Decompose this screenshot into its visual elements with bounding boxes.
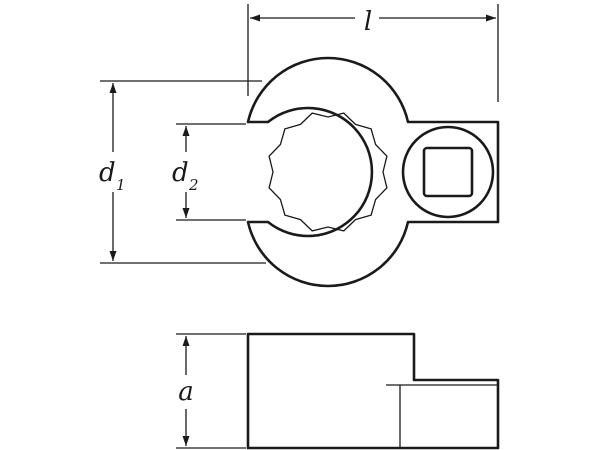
dimension-d1: d 1: [98, 80, 266, 264]
dimension-d2: d 2: [171, 123, 246, 221]
label-d2: d: [172, 158, 189, 188]
dimension-l: l: [247, 4, 499, 102]
label-l: l: [364, 7, 372, 37]
wrench-outline: [246, 56, 500, 288]
label-d1-subscript: 1: [116, 176, 126, 194]
label-d1: d: [99, 158, 116, 188]
label-d2-subscript: 2: [188, 176, 199, 194]
label-a: a: [178, 377, 194, 407]
top-view: [246, 56, 500, 288]
side-view: [246, 332, 500, 450]
twelve-point-opening: [268, 112, 388, 232]
dimension-a: a: [174, 333, 246, 449]
side-profile: [246, 332, 500, 450]
square-drive-hole: [422, 146, 474, 198]
